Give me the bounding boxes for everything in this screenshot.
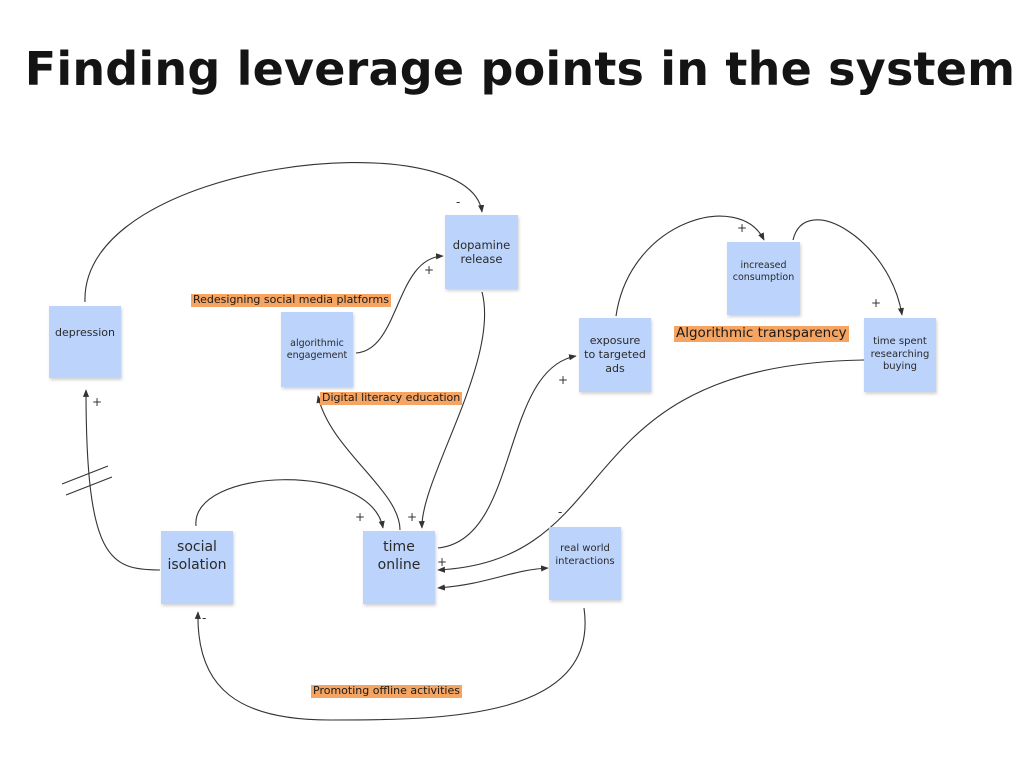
link-engagement-to-dopamine: [355, 253, 444, 354]
link-isolation-to-online: [195, 479, 385, 529]
sign-realworld-to-isolation: -: [202, 611, 207, 625]
delay-mark-1: [61, 465, 109, 485]
note-dopamine-release[interactable]: dopamine release: [445, 215, 518, 289]
note-depression-label: depression: [54, 326, 115, 339]
note-social-isolation[interactable]: social isolation: [161, 531, 233, 604]
note-algorithmic-engagement-label: algorithmic engagement: [286, 337, 348, 361]
link-online-to-realworld: [437, 565, 549, 591]
page-title: Finding leverage points in the system: [24, 42, 1016, 96]
note-increased-consumption-label: increased consumption: [732, 260, 795, 283]
link-depression-to-dopamine: [84, 162, 485, 303]
sign-isolation-to-online: +: [355, 510, 366, 524]
note-real-world-interactions[interactable]: real world interactions: [549, 527, 621, 600]
note-algorithmic-engagement[interactable]: algorithmic engagement: [281, 312, 353, 387]
link-consumption-to-research: [792, 219, 904, 316]
leverage-digital-literacy: Digital literacy education: [320, 391, 463, 405]
note-time-spent-researching[interactable]: time spent researching buying: [864, 318, 936, 392]
link-online-to-exposure: [437, 354, 577, 549]
link-exposure-to-consumption: [615, 215, 765, 317]
link-realworld-to-isolation: [194, 607, 586, 721]
sign-dopamine-to-online: +: [407, 510, 418, 524]
note-social-isolation-label: social isolation: [167, 539, 227, 573]
note-real-world-interactions-label: real world interactions: [555, 543, 615, 567]
link-dopamine-to-online: [418, 291, 486, 529]
note-depression[interactable]: depression: [49, 306, 121, 378]
note-time-online-label: time online: [377, 539, 421, 573]
note-exposure-targeted-ads[interactable]: exposure to targeted ads: [579, 318, 651, 392]
note-exposure-targeted-ads-label: exposure to targeted ads: [584, 334, 646, 375]
sign-isolation-to-depression: +: [92, 395, 103, 409]
note-dopamine-release-label: dopamine release: [452, 237, 511, 266]
sign-research-to-online: +: [437, 555, 448, 569]
sign-engagement-to-dopamine: +: [424, 263, 435, 277]
sign-online-to-exposure: +: [558, 373, 569, 387]
note-time-online[interactable]: time online: [363, 531, 435, 604]
sign-online-to-realworld: -: [558, 505, 563, 519]
leverage-algorithmic-transparency: Algorithmic transparency: [674, 325, 849, 342]
note-increased-consumption[interactable]: increased consumption: [727, 242, 800, 315]
note-time-spent-researching-label: time spent researching buying: [870, 336, 930, 373]
leverage-redesigning-platforms: Redesigning social media platforms: [191, 293, 392, 307]
link-online-to-engagement: [316, 395, 401, 531]
sign-exposure-to-consumption: +: [737, 221, 748, 235]
link-research-to-online: [437, 359, 865, 573]
delay-mark-2: [65, 476, 113, 496]
link-isolation-to-depression: [82, 389, 161, 571]
sign-consumption-to-research: +: [871, 296, 882, 310]
sign-depression-to-dopamine: -: [456, 195, 461, 209]
leverage-promoting-offline: Promoting offline activities: [311, 684, 462, 698]
